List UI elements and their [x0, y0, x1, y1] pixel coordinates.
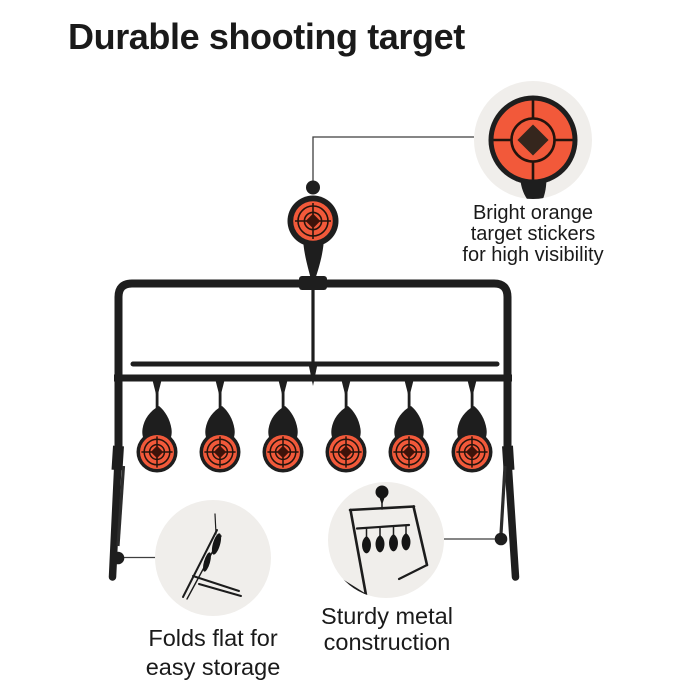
top-target-ball — [306, 180, 320, 195]
right-leg — [504, 458, 520, 581]
orange-target-sticker-icon — [488, 95, 578, 199]
spinner-target-2 — [198, 380, 242, 474]
metal-stand-outline-icon — [340, 485, 429, 597]
connector-top-sticker — [312, 136, 474, 181]
page-title: Durable shooting target — [68, 16, 465, 57]
fold-callout-circle — [155, 500, 271, 616]
sturdy-line-2: construction — [323, 629, 451, 655]
sticker-callout-text: Bright orange target stickers for high v… — [428, 203, 638, 266]
sturdy-callout-circle — [328, 482, 444, 598]
fold-line-2: easy storage — [145, 654, 281, 680]
fold-line-1: Folds flat for — [148, 625, 278, 651]
spinner-target-4 — [324, 380, 368, 474]
fold-callout-text: Folds flat for easy storage — [118, 624, 308, 682]
right-rear-leg — [499, 465, 507, 535]
sticker-line-1: Bright orange — [472, 202, 594, 224]
stand-legs — [108, 445, 520, 581]
sticker-callout-circle — [474, 81, 592, 199]
top-spinner-target — [287, 180, 339, 281]
spinner-target-1 — [135, 380, 179, 474]
spinner-target-row — [135, 380, 494, 474]
spinner-target-3 — [261, 380, 305, 474]
stand-frame — [114, 276, 512, 459]
sticker-line-3: for high visibility — [462, 244, 604, 266]
right-anchor-dot — [494, 532, 508, 546]
sticker-line-2: target stickers — [470, 223, 596, 245]
left-rear-leg — [116, 465, 126, 547]
callout-connector-lines — [124, 136, 495, 559]
spinner-target-6 — [450, 380, 494, 474]
spinner-target-5 — [387, 380, 431, 474]
sturdy-callout-text: Sturdy metal construction — [292, 603, 482, 655]
folded-flat-stand-icon — [182, 513, 242, 600]
top-bar-clamp — [299, 276, 327, 290]
mini-spinners — [362, 524, 411, 554]
sturdy-line-1: Sturdy metal — [321, 603, 453, 629]
left-anchor-dot — [111, 551, 125, 565]
